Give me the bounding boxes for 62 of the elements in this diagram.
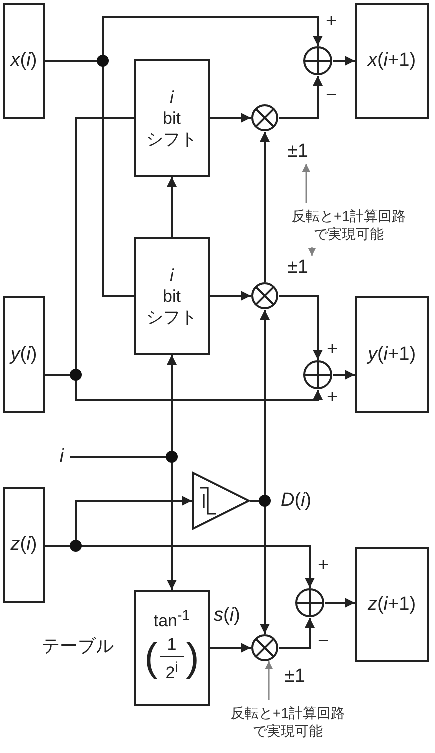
- index-label: i: [54, 444, 70, 470]
- signal-box: [3, 296, 45, 413]
- sign-label: ±1: [283, 256, 313, 280]
- signal-box: [355, 296, 429, 413]
- table-caption: テーブル: [42, 636, 114, 656]
- leader-line: [302, 164, 310, 203]
- signal-box: [3, 3, 45, 119]
- multiplier-symbol: [251, 282, 279, 310]
- shift-label: bit: [163, 286, 181, 306]
- connector-arrow: [279, 618, 315, 649]
- function-label: tan$^{-1}$: [154, 607, 190, 632]
- multiplier-symbol: [251, 634, 279, 662]
- table-box: [134, 590, 210, 706]
- shift-amount: i: [170, 264, 174, 286]
- edge-label: s(i): [214, 606, 240, 626]
- shift-label: シフト: [146, 128, 198, 150]
- parenthesis: ): [186, 635, 200, 682]
- shift-label: シフト: [146, 306, 198, 328]
- adder-symbol: [295, 588, 325, 618]
- parenthesis: (: [144, 635, 158, 682]
- adder-symbol: [303, 46, 333, 76]
- connector-arrow: [333, 370, 355, 380]
- sign-label: −: [326, 86, 338, 106]
- signal-name: y(i+1): [368, 344, 416, 366]
- adder-symbol: [303, 360, 333, 390]
- leader-line: [308, 247, 316, 256]
- connector-arrow: [210, 291, 251, 301]
- signal-name: y(i): [10, 344, 38, 366]
- connector-arrow: [333, 56, 355, 66]
- connector-arrow: [167, 177, 177, 237]
- shift-label: bit: [163, 108, 181, 128]
- shift-amount: i: [170, 86, 174, 108]
- connector-arrow: [210, 643, 251, 653]
- shift-box: [134, 237, 210, 355]
- sign-label: +: [326, 12, 338, 32]
- shift-box: [134, 59, 210, 177]
- connector-arrow: [325, 598, 355, 608]
- comparator-symbol: [192, 472, 250, 530]
- connector-arrow: [279, 76, 323, 119]
- signal-name: z(i+1): [368, 594, 416, 616]
- signal-name: x(i): [10, 50, 38, 72]
- annotation-text: 反転と+1計算回路で実現可能: [205, 700, 371, 744]
- signal-name: x(i+1): [368, 50, 416, 72]
- sign-label: −: [318, 632, 330, 652]
- sign-label: ±1: [283, 140, 313, 164]
- leader-line: [265, 661, 274, 700]
- connector-arrow: [279, 295, 323, 360]
- connector-arrow: [260, 132, 270, 282]
- signal-name: z(i): [10, 534, 38, 556]
- sign-label: +: [318, 556, 330, 576]
- signal-box: [355, 3, 429, 119]
- sign-label: ±1: [280, 665, 310, 689]
- numerator: 1: [167, 634, 177, 655]
- denominator: 2$^{i}$: [166, 658, 178, 684]
- annotation-text: 反転と+1計算回路で実現可能: [266, 203, 432, 247]
- signal-label: D(i): [281, 491, 312, 511]
- connector-arrow: [210, 113, 251, 123]
- sign-label: +: [327, 340, 338, 360]
- signal-box: [3, 487, 45, 603]
- multiplier-symbol: [251, 104, 279, 132]
- signal-box: [355, 547, 429, 662]
- sign-label: +: [327, 388, 338, 408]
